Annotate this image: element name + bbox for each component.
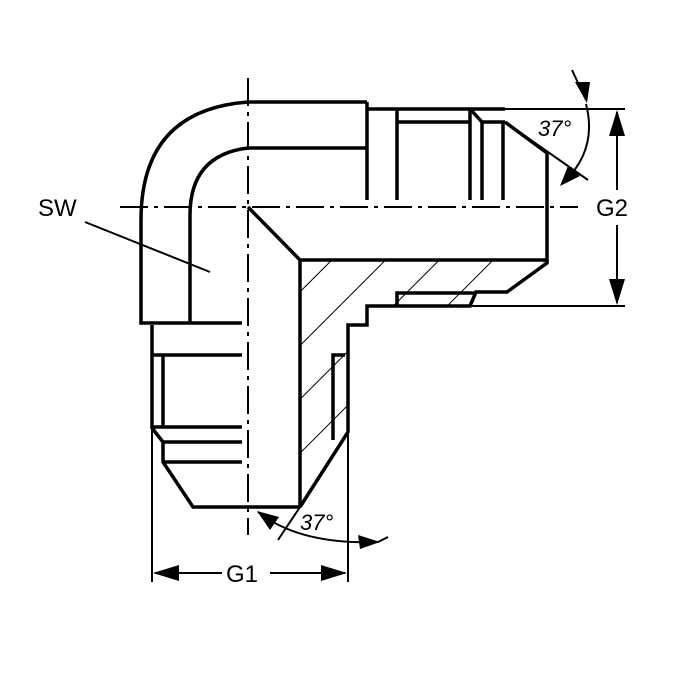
sw-label: SW xyxy=(38,195,77,222)
left-inner-step xyxy=(331,353,345,440)
body-outer-contour xyxy=(139,100,367,325)
angle-leader xyxy=(377,536,389,543)
body-inner-contour xyxy=(188,146,367,323)
top-angle-label: 37° xyxy=(538,116,571,141)
arrowhead xyxy=(609,110,625,136)
cone-extension-line xyxy=(277,506,301,541)
arrowhead xyxy=(257,511,279,530)
left-tube-contour xyxy=(150,325,300,509)
g1-label: G1 xyxy=(226,561,258,588)
thread-line xyxy=(468,107,484,124)
sw-leader-line xyxy=(84,221,211,273)
arrowhead xyxy=(153,565,179,581)
arrowhead xyxy=(321,565,347,581)
section-hatching xyxy=(300,260,547,507)
arrowhead xyxy=(560,166,580,186)
g2-label: G2 xyxy=(596,195,628,222)
right-inner-step xyxy=(395,291,476,306)
bore-contour xyxy=(246,205,547,507)
arrowhead xyxy=(575,82,590,103)
bottom-angle-label: 37° xyxy=(300,510,333,535)
arrowhead xyxy=(609,279,625,305)
arrowhead xyxy=(358,535,380,549)
